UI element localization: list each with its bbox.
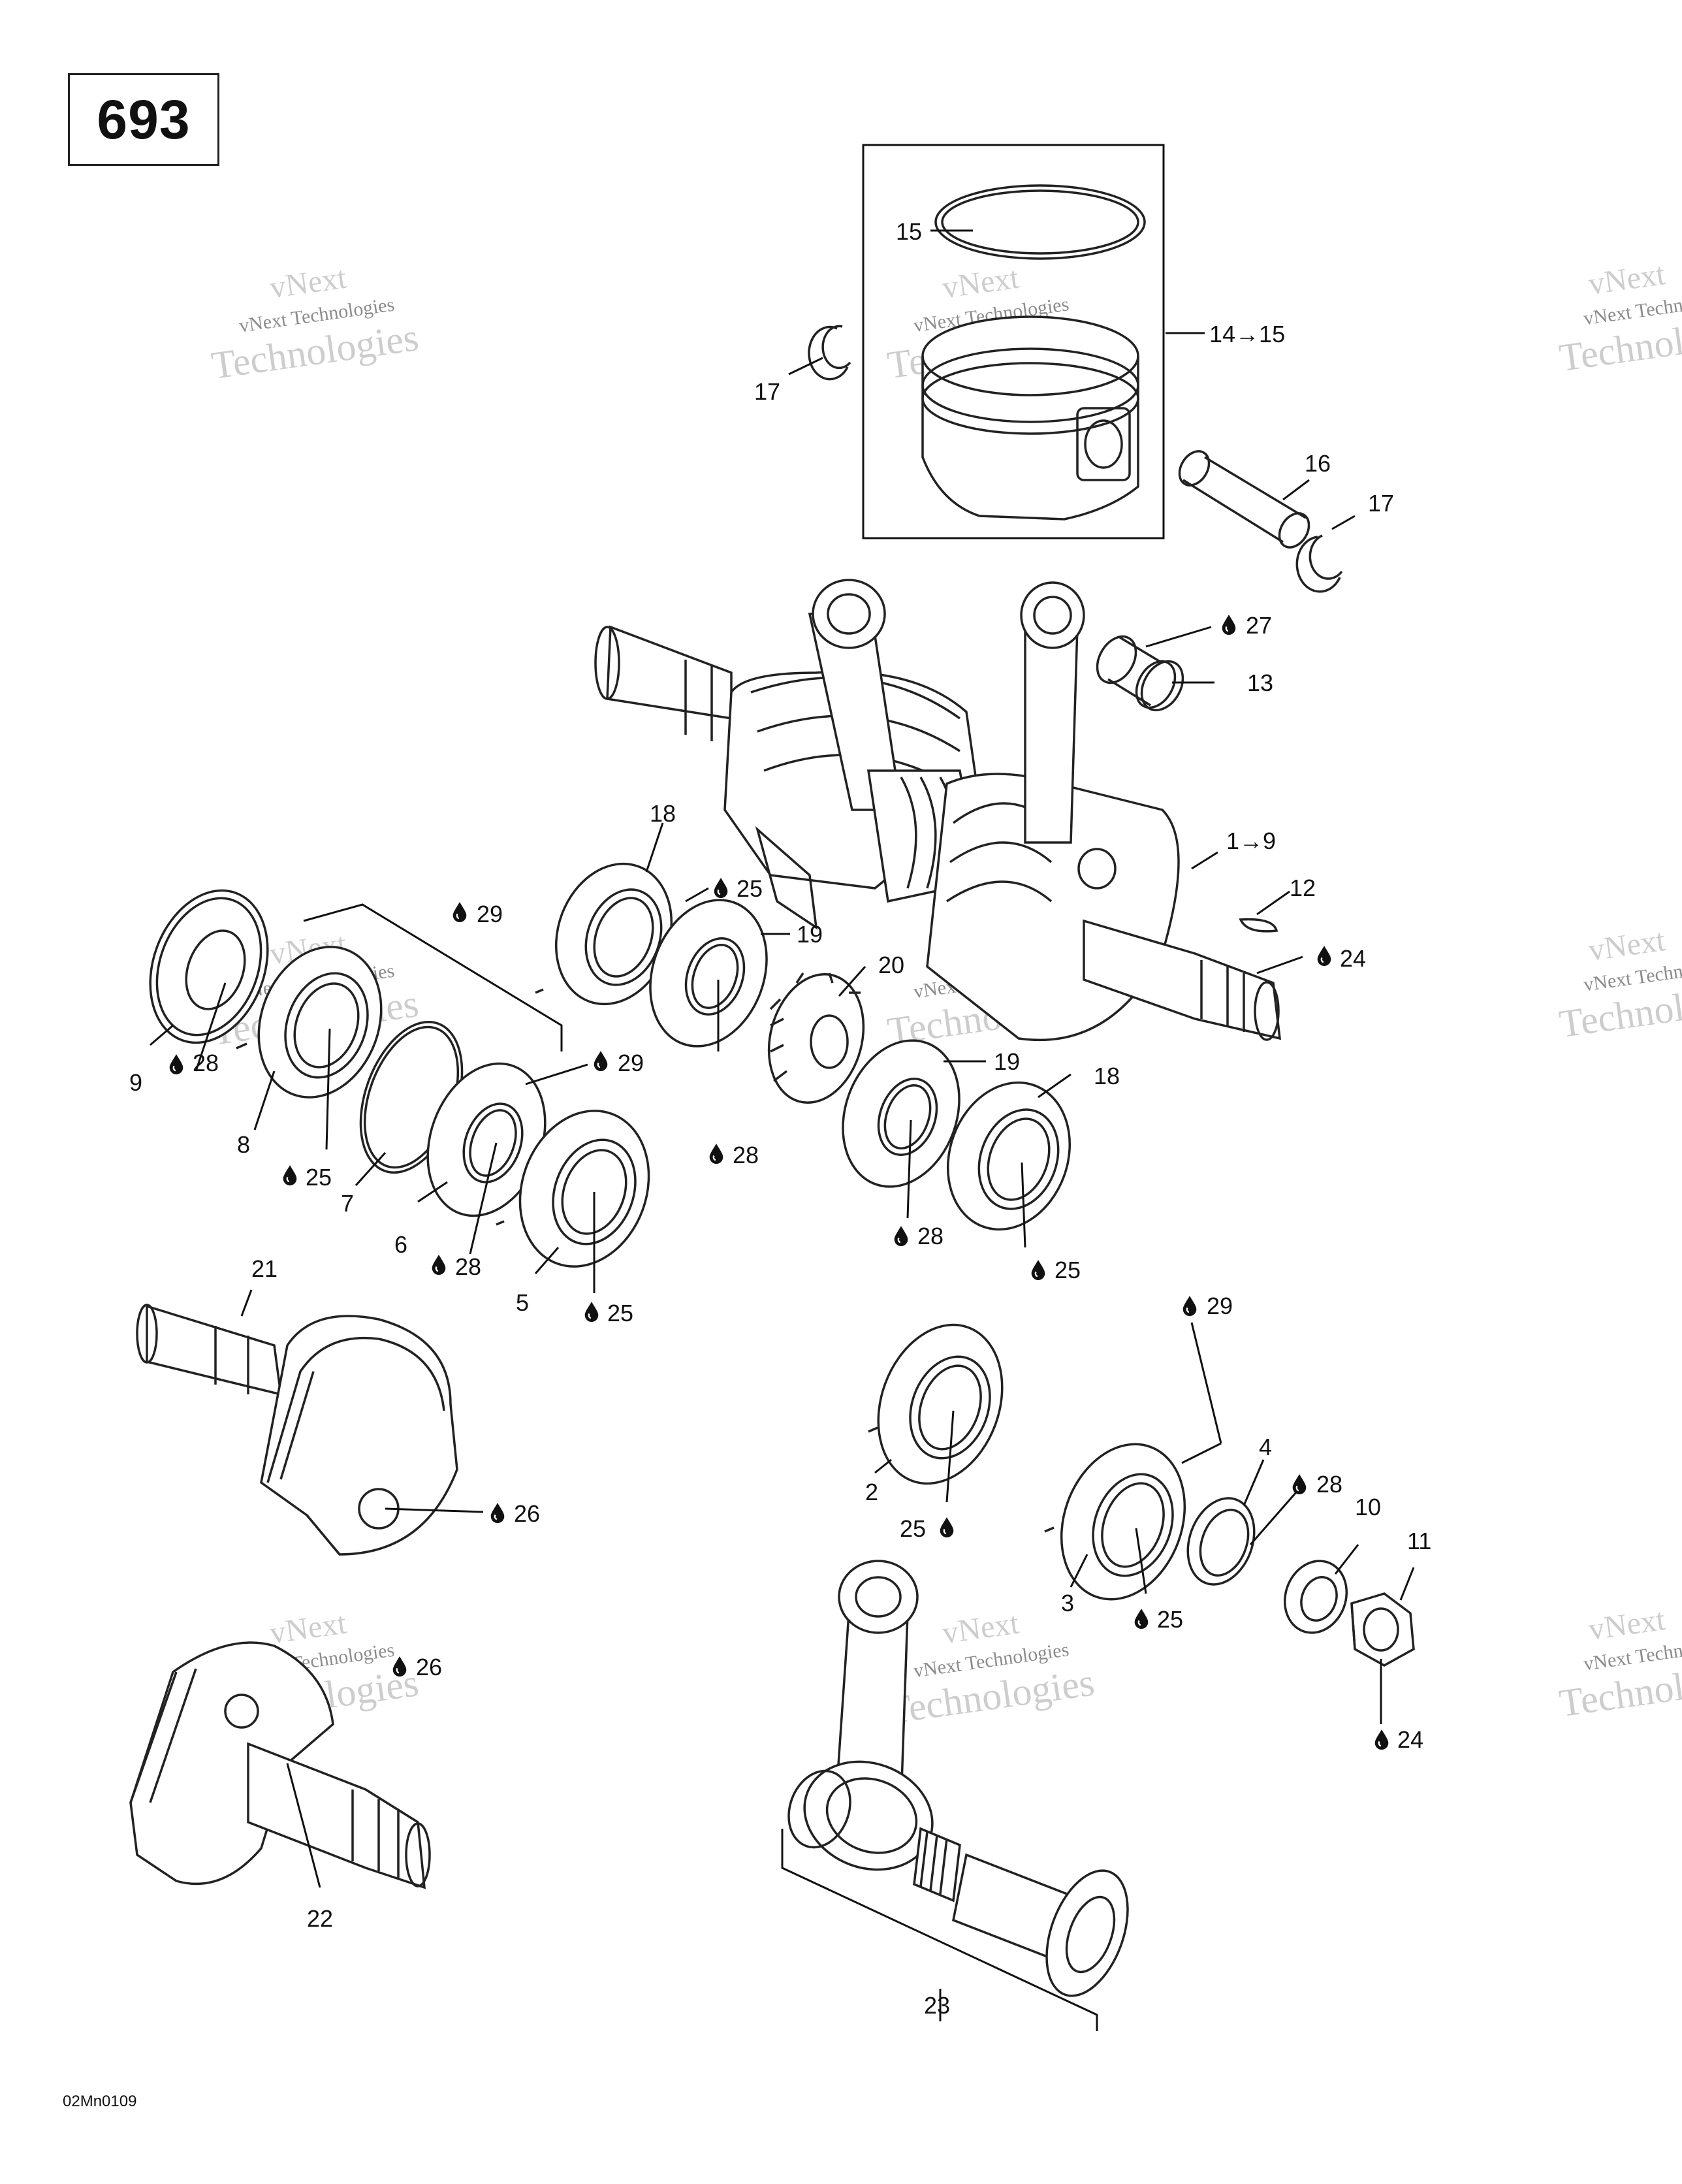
- lubricant-drop-icon: [1316, 945, 1332, 966]
- watermark-text: vNext: [940, 1605, 1021, 1650]
- circlip: [1309, 534, 1343, 580]
- oil-seal: [649, 899, 768, 1048]
- callout-label: 28: [733, 1142, 759, 1168]
- callout-label: 25: [1055, 1257, 1081, 1283]
- callout-label: 24: [1340, 945, 1366, 972]
- callout-label: 2: [865, 1479, 878, 1505]
- callout-labels: 15 14→15 17 16 17 27 13 18 25 19 29 20 1…: [129, 218, 1431, 2019]
- lubricant-drop-icon: [1134, 1608, 1149, 1629]
- callout-label: 27: [1246, 612, 1272, 639]
- callout-label: 3: [1061, 1590, 1074, 1616]
- callout-label: 29: [1207, 1293, 1233, 1319]
- left-bearing-group: [149, 889, 650, 1268]
- callout-label: 28: [455, 1253, 481, 1280]
- callout-label: 26: [514, 1500, 540, 1527]
- callout-label: 25: [607, 1300, 633, 1326]
- lubricant-drop-icon: [1030, 1259, 1046, 1280]
- leader-lines: [150, 229, 1415, 2021]
- callout-label: 26: [416, 1654, 442, 1680]
- crankshaft-half-left: [136, 1304, 458, 1556]
- lubricant-drop-icon: [1374, 1729, 1389, 1750]
- callout-label: 25: [306, 1164, 332, 1191]
- callout-label: 12: [1290, 875, 1316, 901]
- ball-bearing: [1044, 1443, 1186, 1601]
- callout-label: 23: [924, 1992, 950, 2019]
- hex-nut: [1350, 1592, 1415, 1667]
- lock-washer: [1283, 1560, 1348, 1634]
- lubricant-drop-icon: [584, 1301, 599, 1322]
- callout-label: 18: [1094, 1063, 1120, 1089]
- callout-label: 25: [1157, 1606, 1183, 1633]
- lubricant-drop-icon: [1182, 1295, 1198, 1316]
- callout-label: 24: [1397, 1726, 1423, 1753]
- callout-label: 25: [737, 875, 763, 902]
- callout-label: 28: [917, 1223, 944, 1249]
- oil-seal: [1186, 1497, 1256, 1586]
- piston-kit-box: [862, 144, 1165, 539]
- lubricant-drop-icon: [452, 901, 468, 922]
- page-number: 693: [97, 88, 191, 150]
- drive-gear: [767, 972, 865, 1104]
- watermark-text: vNext: [268, 260, 349, 305]
- callout-label: 1→9: [1226, 827, 1276, 854]
- crankshaft-assembly: [594, 579, 1282, 1042]
- lubricant-drop-icon: [713, 877, 729, 898]
- watermark-text: vNext: [268, 1605, 349, 1650]
- lubricant-drop-icon: [490, 1502, 505, 1523]
- callout-label: 21: [251, 1255, 278, 1282]
- connecting-rod-assembly: [781, 1560, 1129, 2031]
- piston: [921, 315, 1139, 521]
- callout-label: 7: [341, 1190, 354, 1217]
- lubricant-drop-icon: [431, 1254, 447, 1275]
- lubricant-drop-icon: [168, 1053, 184, 1074]
- callout-label: 9: [129, 1069, 142, 1096]
- callout-label: 8: [237, 1131, 250, 1158]
- watermark-text: vNext: [1587, 257, 1668, 302]
- callout-label: 28: [193, 1050, 219, 1076]
- lubricant-drop-icon: [939, 1517, 955, 1537]
- piston-kit-group: [808, 144, 1165, 539]
- piston-pin: [1178, 450, 1310, 549]
- watermark-text: vNext: [1587, 923, 1668, 968]
- ball-bearing: [946, 1081, 1071, 1231]
- watermark-text: vNext: [1587, 1602, 1668, 1647]
- figure-code: 02Mn0109: [63, 2093, 137, 2110]
- callout-label: 11: [1407, 1528, 1431, 1554]
- watermark-text: vNext: [940, 260, 1021, 305]
- callout-label: 29: [618, 1050, 644, 1076]
- piston-ring: [934, 184, 1146, 260]
- callout-label: 14→15: [1209, 321, 1285, 347]
- callout-label: 13: [1247, 669, 1273, 696]
- callout-label: 10: [1355, 1494, 1381, 1520]
- callout-label: 19: [797, 921, 823, 948]
- lubricant-drop-icon: [593, 1050, 609, 1071]
- lubricant-drop-icon: [893, 1225, 909, 1246]
- callout-label: 20: [878, 952, 904, 978]
- callout-label: 16: [1305, 450, 1331, 477]
- circlip: [821, 325, 851, 370]
- oil-seal: [842, 1039, 960, 1188]
- lubricant-drop-icon: [1292, 1473, 1307, 1494]
- callout-label: 22: [307, 1905, 333, 1932]
- ball-bearing: [868, 1323, 1004, 1485]
- page-number-box: 693: [68, 73, 219, 166]
- needle-bearing: [1096, 635, 1184, 712]
- lubricant-drop-icon: [708, 1143, 724, 1164]
- callout-label: 19: [994, 1048, 1020, 1075]
- callout-label: 25: [900, 1515, 926, 1542]
- callout-label: 29: [477, 901, 503, 927]
- callout-label: 28: [1316, 1471, 1342, 1498]
- lubricant-drop-icon: [282, 1164, 298, 1185]
- callout-label: 6: [394, 1231, 407, 1258]
- callout-label: 17: [754, 378, 780, 405]
- callout-label: 17: [1368, 490, 1394, 517]
- callout-label: 4: [1259, 1434, 1272, 1460]
- callout-label: 15: [896, 218, 922, 245]
- callout-label: 5: [516, 1289, 529, 1316]
- lubricant-drop-icon: [1221, 614, 1237, 635]
- callout-label: 18: [650, 800, 676, 827]
- woodruff-key: [1239, 918, 1278, 933]
